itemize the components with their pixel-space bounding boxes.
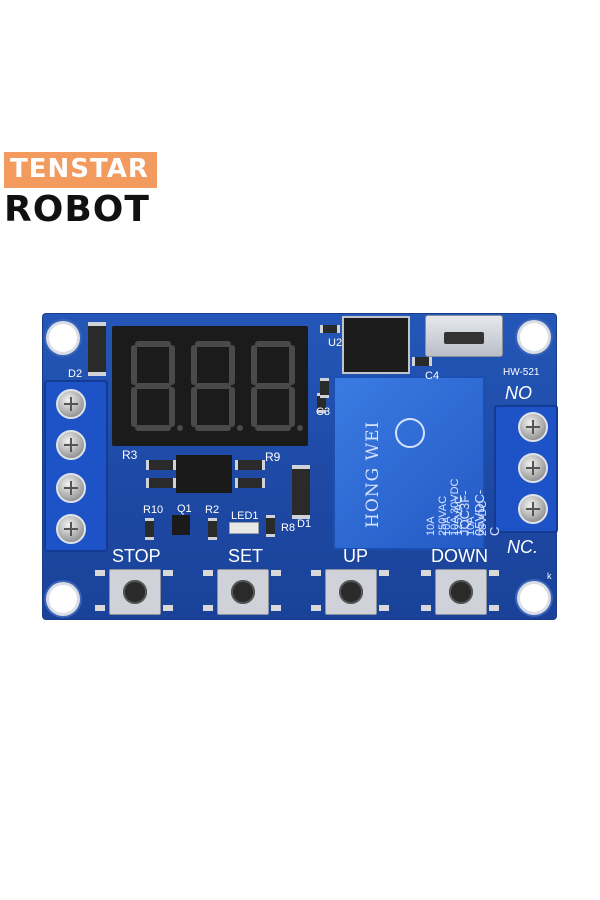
- capacitor-c4: [412, 357, 432, 366]
- logo-line-1: TENSTAR: [4, 152, 157, 188]
- voltage-regulator-u2: [342, 316, 410, 374]
- diode-d1: [292, 465, 310, 519]
- button-cap: [339, 580, 363, 604]
- down-button-label: DOWN: [431, 546, 488, 566]
- resistor-r9-a: [235, 460, 265, 470]
- terminal-label-no: NO: [505, 383, 532, 403]
- mounting-hole-bottom-left: [49, 585, 77, 613]
- button-leg: [379, 570, 389, 576]
- transistor-q1: [172, 515, 190, 535]
- relay-model: JQC3F-05VDC-C: [457, 489, 502, 536]
- resistor-r-small: [320, 325, 340, 333]
- relay-brand: HONG WEI: [363, 420, 383, 528]
- resistor-r8: [266, 515, 275, 537]
- button-leg: [163, 605, 173, 611]
- stop-button-label: STOP: [112, 546, 161, 566]
- terminal-label-nc: NC.: [507, 537, 538, 557]
- stop-button[interactable]: [109, 569, 161, 615]
- brand-logo: TENSTAR ROBOT: [4, 152, 164, 232]
- button-leg: [421, 605, 431, 611]
- button-leg: [271, 570, 281, 576]
- label-k: k: [547, 571, 552, 581]
- mounting-hole-top-right: [520, 323, 548, 351]
- label-c3: C3: [316, 406, 331, 418]
- label-model: HW-521: [503, 367, 540, 378]
- button-leg: [203, 605, 213, 611]
- terminal-screw: [518, 494, 548, 524]
- label-led1: LED1: [231, 510, 259, 522]
- label-q1: Q1: [177, 503, 192, 515]
- relay-certification-logo: [395, 418, 425, 448]
- button-leg: [95, 570, 105, 576]
- up-button[interactable]: [325, 569, 377, 615]
- mounting-hole-bottom-right: [520, 584, 548, 612]
- button-cap: [231, 580, 255, 604]
- relay: HONG WEI 10A 250VAC 10A 30VDC 10A 125VAC…: [333, 376, 502, 550]
- diode-d2: [88, 322, 106, 376]
- resistor-r2: [208, 518, 217, 540]
- label-r9: R9: [265, 450, 281, 464]
- label-c4: C4: [425, 370, 440, 382]
- usb-socket: [444, 332, 484, 344]
- logo-line-2: ROBOT: [4, 189, 150, 230]
- terminal-screw: [56, 389, 86, 419]
- label-r3: R3: [122, 448, 138, 462]
- terminal-screw: [56, 430, 86, 460]
- set-button-label: SET: [228, 546, 264, 566]
- terminal-screw: [518, 412, 548, 442]
- seven-segment-display: [112, 326, 308, 446]
- terminal-screw: [518, 453, 548, 483]
- led1: [229, 522, 259, 534]
- label-r8: R8: [281, 522, 296, 534]
- micro-usb-port: [425, 315, 503, 357]
- resistor-r3-b: [146, 478, 176, 488]
- mounting-hole-top-left: [49, 324, 77, 352]
- button-leg: [311, 605, 321, 611]
- button-leg: [421, 570, 431, 576]
- down-button[interactable]: [435, 569, 487, 615]
- button-leg: [271, 605, 281, 611]
- button-cap: [449, 580, 473, 604]
- display-digits: [131, 341, 303, 431]
- button-leg: [203, 570, 213, 576]
- set-button[interactable]: [217, 569, 269, 615]
- button-leg: [489, 605, 499, 611]
- label-r2: R2: [205, 504, 220, 516]
- button-leg: [163, 570, 173, 576]
- label-d2: D2: [68, 368, 83, 380]
- resistor-r-small: [320, 378, 329, 398]
- label-u2: U2: [328, 337, 343, 349]
- resistor-r10: [145, 518, 154, 540]
- optocoupler-chip: [176, 455, 232, 493]
- button-leg: [379, 605, 389, 611]
- resistor-r9-b: [235, 478, 265, 488]
- button-leg: [95, 605, 105, 611]
- resistor-r3-a: [146, 460, 176, 470]
- button-cap: [123, 580, 147, 604]
- button-leg: [311, 570, 321, 576]
- button-leg: [489, 570, 499, 576]
- label-d1: D1: [297, 518, 312, 530]
- terminal-screw: [56, 514, 86, 544]
- label-r10: R10: [143, 504, 164, 516]
- terminal-screw: [56, 473, 86, 503]
- up-button-label: UP: [343, 546, 369, 566]
